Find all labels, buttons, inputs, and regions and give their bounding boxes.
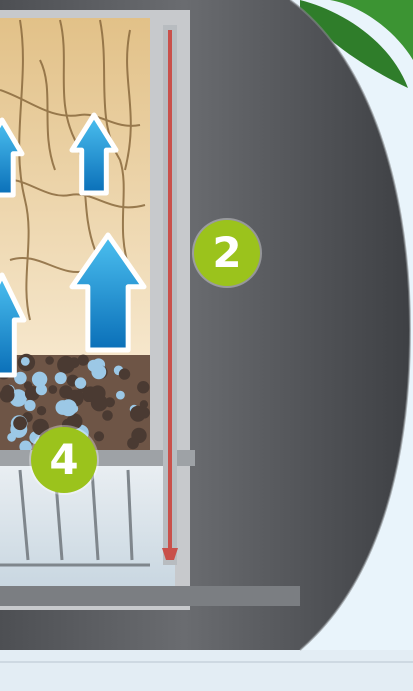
clay-granule-icon: [102, 410, 113, 421]
clay-granule-icon: [13, 416, 27, 430]
clay-granule-icon: [90, 385, 106, 401]
clay-granule-icon: [21, 357, 30, 366]
clay-granule-icon: [7, 433, 16, 442]
clay-granule-icon: [116, 391, 125, 400]
clay-granule-icon: [24, 400, 35, 411]
clay-granule-icon: [48, 385, 57, 394]
clay-granule-icon: [2, 385, 15, 398]
clay-granule-icon: [75, 377, 86, 388]
clay-granule-icon: [57, 356, 75, 374]
clay-granule-icon: [37, 406, 46, 415]
clay-granule-icon: [139, 407, 150, 418]
callout-badge-4: 4: [31, 427, 97, 493]
clay-granule-icon: [119, 368, 130, 379]
clay-granule-icon: [137, 381, 149, 393]
clay-granule-icon: [105, 397, 115, 407]
clay-granule-icon: [24, 381, 32, 389]
clay-granule-icon: [45, 356, 54, 365]
clay-granule-icon: [55, 372, 67, 384]
clay-granule-icon: [36, 384, 47, 395]
gauge-tube-core: [168, 30, 172, 550]
floor: [0, 650, 413, 691]
clay-granule-icon: [127, 437, 139, 449]
clay-granule-icon: [60, 399, 77, 416]
callout-badge-2: 2: [194, 220, 260, 286]
clay-granule-icon: [94, 431, 104, 441]
clay-granule-icon: [91, 365, 106, 380]
reservoir-base: [0, 586, 300, 606]
